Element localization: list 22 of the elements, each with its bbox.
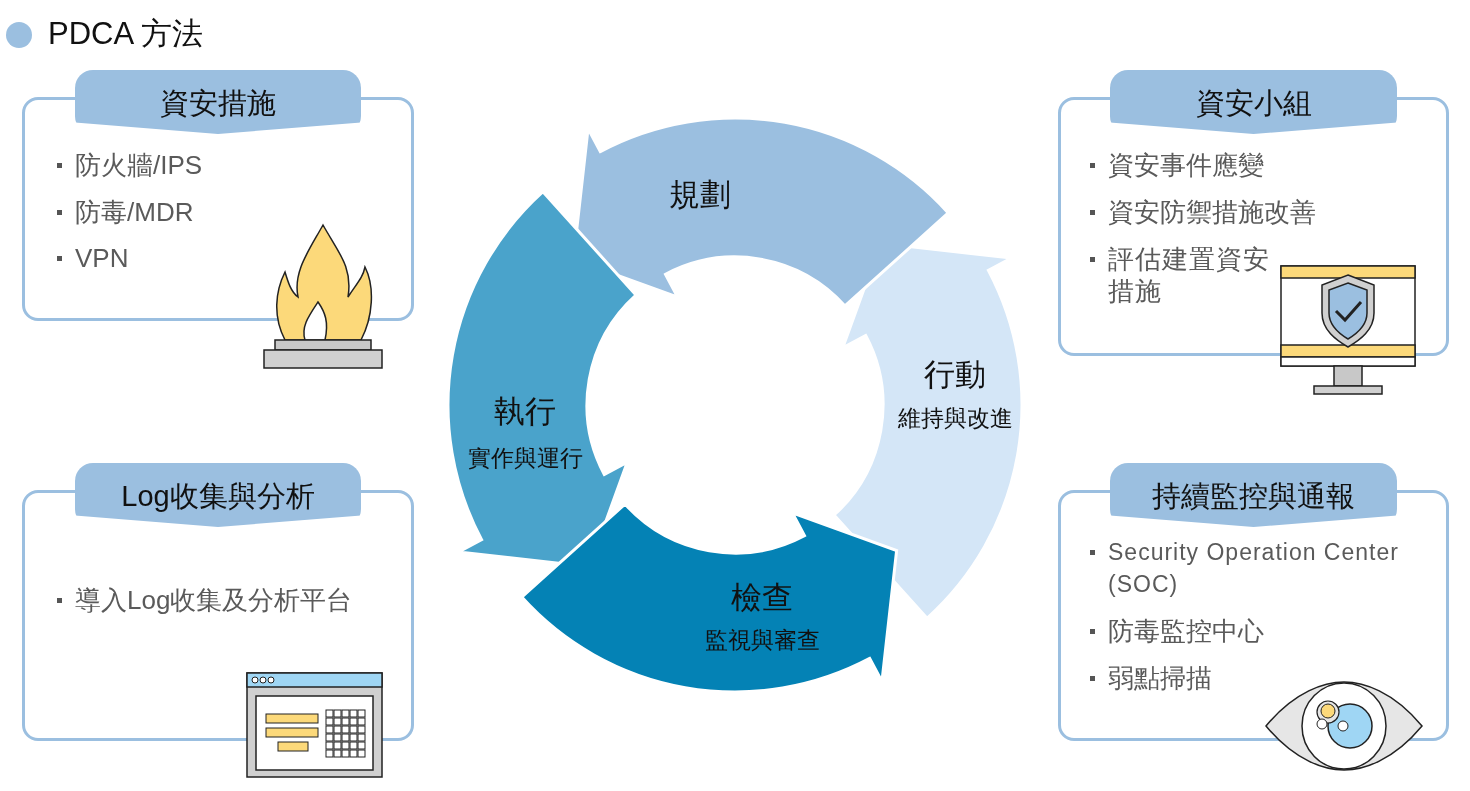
- list-item: 導入Log收集及分析平台: [75, 584, 353, 616]
- arrow-sublabel: 維持與改進: [897, 403, 1013, 433]
- card-header: 資安措施: [75, 70, 361, 134]
- list-item: 防火牆/IPS: [75, 149, 203, 181]
- card-header: 持續監控與通報: [1110, 463, 1397, 527]
- list-item: 弱點掃描: [1108, 662, 1212, 694]
- list-item: VPN: [75, 242, 129, 274]
- card-header: 資安小組: [1110, 70, 1397, 134]
- list-item: Security Operation Center (SOC): [1108, 538, 1400, 599]
- arrow-sublabel: 監視與審查: [704, 625, 820, 655]
- card-header: Log收集與分析: [75, 463, 361, 527]
- list-item: 資安事件應變: [1108, 149, 1264, 181]
- arrow-label: 檢查: [731, 579, 793, 617]
- arrow-label: 執行: [494, 393, 556, 431]
- list-item: 防毒/MDR: [75, 196, 194, 228]
- arrow-label: 規劃: [669, 176, 731, 214]
- list-item: 資安防禦措施改善: [1108, 196, 1316, 228]
- arrow-sublabel: 實作與運行: [467, 443, 583, 473]
- list-item: 防毒監控中心: [1108, 615, 1264, 647]
- arrow-label: 行動: [924, 356, 986, 394]
- title: PDCA 方法: [48, 15, 204, 53]
- list-item: 評估建置資安措施: [1108, 243, 1271, 307]
